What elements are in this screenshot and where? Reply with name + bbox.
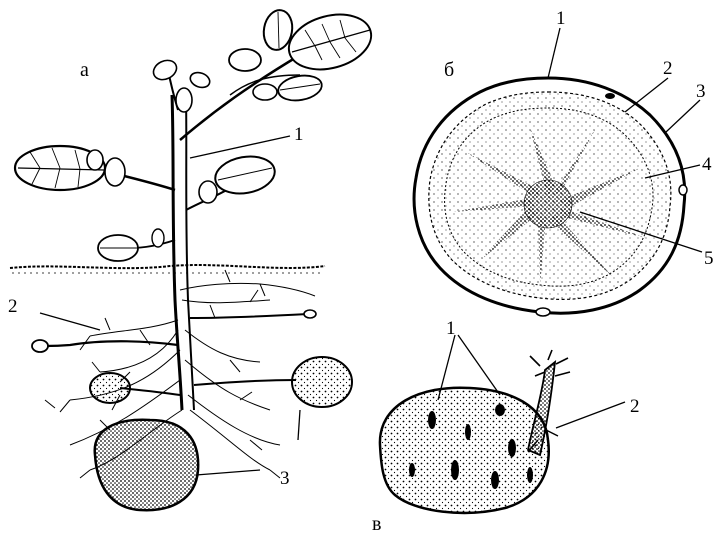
leaf-upper-3: [229, 49, 261, 71]
panel-letter-a: а: [80, 59, 89, 81]
label-b-1: 1: [556, 8, 566, 29]
stolon-right: [190, 314, 308, 318]
label-a-3: 3: [280, 468, 290, 489]
medulla-core: [524, 180, 572, 228]
panel-letter-b: б: [444, 59, 454, 81]
panel-letter-v: в: [372, 513, 381, 533]
mother-tuber: [95, 420, 198, 510]
label-b-5: 5: [704, 248, 714, 269]
stolon-left: [45, 341, 178, 346]
tuber-right: [292, 357, 352, 407]
label-b-2: 2: [663, 58, 673, 79]
panel-a-plant-drawing: [10, 6, 377, 510]
leaf-right-middle: [212, 152, 277, 198]
tuber-small-left: [90, 373, 130, 403]
panel-v-sprouting-tuber: [380, 350, 570, 513]
soil-surface-line: [10, 265, 325, 268]
panel-b-cross-section: [414, 78, 687, 316]
main-stem: [172, 95, 182, 410]
label-v-1: 1: [446, 318, 456, 339]
label-a-2: 2: [8, 296, 18, 317]
label-a-1: 1: [294, 124, 304, 145]
label-b-4: 4: [702, 154, 712, 175]
sprouting-tuber-body: [380, 388, 549, 513]
label-v-2: 2: [630, 396, 640, 417]
label-b-3: 3: [696, 81, 706, 102]
